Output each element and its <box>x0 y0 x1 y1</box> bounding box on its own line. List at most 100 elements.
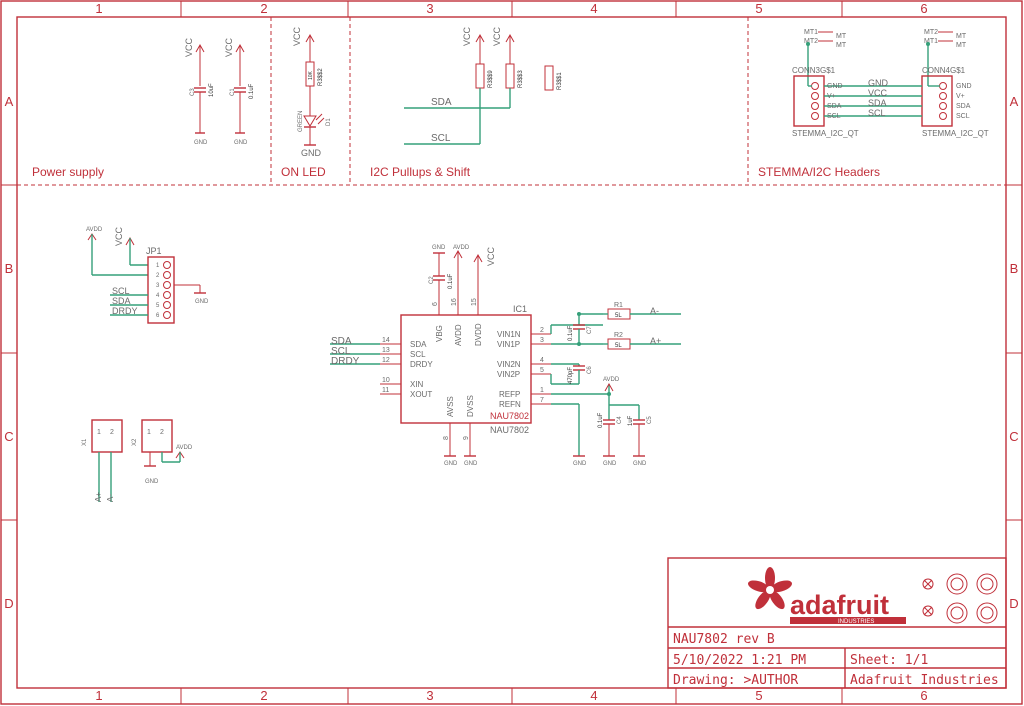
pin-name: REFP <box>499 390 520 399</box>
pin-name: XOUT <box>410 390 432 399</box>
power-supply-section: VCC C3 10uF GND VCC C1 0.1uF GND <box>184 37 255 146</box>
pin-number: 3 <box>156 283 160 289</box>
mt-label: MT1 <box>804 29 818 36</box>
avdd-label: AVDD <box>86 227 103 233</box>
pin-number: 2 <box>540 327 544 334</box>
drawing-author: Drawing: >AUTHOR <box>673 673 798 688</box>
net-sda: SDA <box>331 336 352 347</box>
gnd-label: GND <box>573 461 587 467</box>
pin-name: REFN <box>499 400 521 409</box>
conn3-label: CONN3G$1 <box>792 66 836 75</box>
conn4-label: CONN4G$1 <box>922 66 966 75</box>
mt-label: MT2 <box>804 38 818 45</box>
logo-subtext: INDUSTRIES <box>838 619 874 625</box>
part-label: STEMMA_I2C_QT <box>922 129 989 138</box>
net-scl: SCL <box>431 133 451 144</box>
vcc-label: VCC <box>492 26 502 46</box>
ic-part: NAU7802 <box>490 425 529 435</box>
pin-number: 8 <box>443 436 450 440</box>
pin-label: GND <box>956 83 972 90</box>
pin-number: 15 <box>471 298 478 306</box>
net-a-pos: A+ <box>650 336 661 346</box>
c3-value: 10uF <box>209 83 215 97</box>
mt-label: MT <box>956 42 967 49</box>
pin-name: DVSS <box>466 395 475 417</box>
pin-number: 11 <box>382 387 389 394</box>
pin-number: 4 <box>540 357 544 364</box>
mt-label: MT <box>836 33 847 40</box>
x1-label: X1 <box>82 438 88 446</box>
net-scl: SCL <box>331 346 351 357</box>
stemma-section: MT1 MT2 MT MT MT2 MT1 MT MT CONN3G$1 CON… <box>792 29 989 138</box>
pin-label: SCL <box>827 113 841 120</box>
pin-number: 6 <box>156 313 160 319</box>
vcc-label: VCC <box>462 26 472 46</box>
avdd-label: AVDD <box>453 245 470 251</box>
pin-name: SDA <box>410 340 427 349</box>
gnd-label: GND <box>603 461 617 467</box>
section-title-onled: ON LED <box>281 165 326 179</box>
sheet-number: Sheet: 1/1 <box>850 653 928 668</box>
c2-value: 0.1uF <box>448 273 454 289</box>
col-label: 4 <box>590 1 597 16</box>
part-label: STEMMA_I2C_QT <box>792 129 859 138</box>
led-resistor-label: R3$$2 <box>318 68 324 86</box>
pin-number: 2 <box>160 429 164 436</box>
row-label: C <box>4 429 13 444</box>
c2-label: C2 <box>429 276 435 284</box>
row-label: B <box>1010 261 1019 276</box>
section-dividers <box>17 17 1006 186</box>
net-label: GND <box>868 78 889 88</box>
pin-number: 14 <box>382 337 390 344</box>
avdd-label: AVDD <box>176 445 193 451</box>
mt-label: MT1 <box>924 38 938 45</box>
pin-number: 7 <box>540 397 544 404</box>
drawing-date: 5/10/2022 1:21 PM <box>673 653 806 668</box>
pin-number: 10 <box>382 377 390 384</box>
vcc-label: VCC <box>114 226 124 246</box>
c7-label: C7 <box>587 326 593 334</box>
pin-number: 1 <box>156 263 160 269</box>
ic-name: IC1 <box>513 304 527 314</box>
pin-number: 16 <box>451 298 458 306</box>
gnd-label: GND <box>301 148 322 158</box>
c4-value: 0.1uF <box>598 412 604 428</box>
jp1-name: JP1 <box>146 246 162 256</box>
net-scl: SCL <box>112 286 130 296</box>
c4-label: C4 <box>617 416 623 424</box>
input-headers: 1 2 X1 A+ A- 1 2 X2 GND AVDD <box>82 419 193 502</box>
pin-number: 5 <box>540 367 544 374</box>
on-led-section: VCC 10K R3$$2 GREEN D1 GND <box>292 26 332 158</box>
vcc-label: VCC <box>184 37 194 57</box>
pin-name: AVDD <box>454 324 463 346</box>
col-label: 5 <box>755 688 762 703</box>
pin-number: 4 <box>156 293 160 299</box>
c5-value: 1uF <box>628 415 634 426</box>
adafruit-logo: adafruit INDUSTRIES <box>748 567 906 625</box>
net-label: SDA <box>868 98 887 108</box>
resistor-value: 5L <box>615 343 622 349</box>
c6-label: C6 <box>587 366 593 374</box>
row-label: A <box>5 94 14 109</box>
pin-label: V+ <box>956 93 965 100</box>
col-label: 3 <box>426 1 433 16</box>
pin-number: 12 <box>382 357 390 364</box>
c6-value: 470pF <box>568 367 574 384</box>
row-label: A <box>1010 94 1019 109</box>
ic-part: NAU7802 <box>490 411 529 421</box>
c1-value: 0.1uF <box>249 83 255 99</box>
col-label: 1 <box>95 688 102 703</box>
vcc-label: VCC <box>292 26 302 46</box>
col-label: 4 <box>590 688 597 703</box>
pin-label: SDA <box>956 103 971 110</box>
col-label: 6 <box>920 1 927 16</box>
col-label: 5 <box>755 1 762 16</box>
pin-name: AVSS <box>446 396 455 417</box>
pin-label: V+ <box>827 93 836 100</box>
vcc-label: VCC <box>486 246 496 266</box>
pin-number: 5 <box>156 303 160 309</box>
resistor-label: R3$$9 <box>488 70 494 88</box>
c7-value: 0.1uF <box>568 325 574 341</box>
gnd-label: GND <box>145 479 159 485</box>
